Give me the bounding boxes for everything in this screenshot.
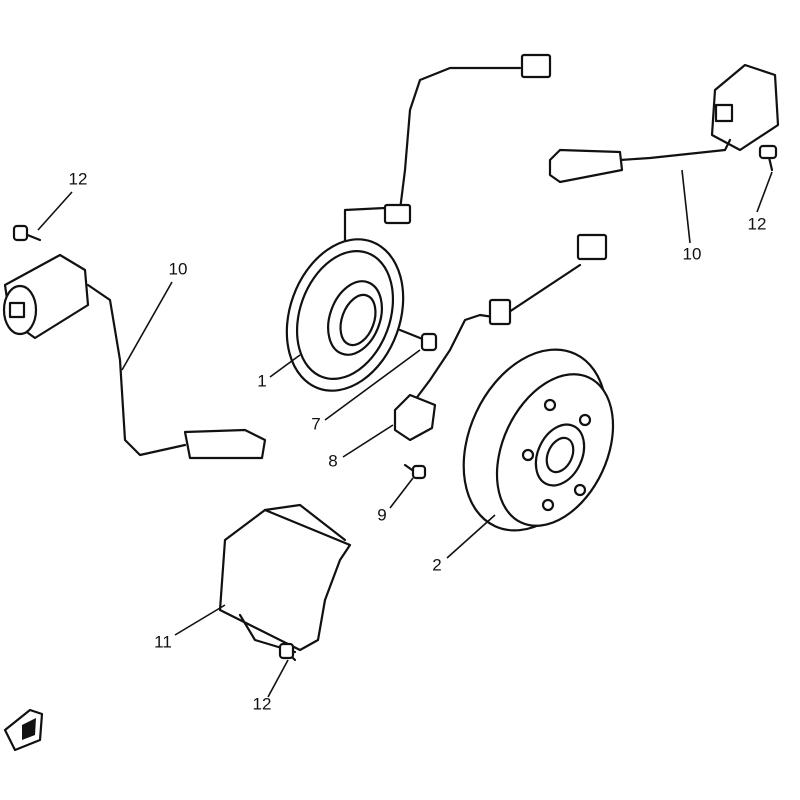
cdi-unit[interactable] <box>218 503 352 654</box>
bolt-left[interactable] <box>12 224 42 242</box>
pulse-bolt[interactable] <box>403 463 427 480</box>
leader-lines <box>37 169 773 698</box>
callout-10-right: 10 <box>683 244 702 263</box>
callout-2: 2 <box>432 555 441 574</box>
callout-9: 9 <box>377 505 386 524</box>
pulse-generator[interactable] <box>393 233 608 442</box>
callout-8: 8 <box>328 451 337 470</box>
front-arrow-icon <box>3 708 44 752</box>
callout-12-left: 12 <box>69 169 88 188</box>
stator[interactable] <box>267 53 552 407</box>
callout-10-left: 10 <box>169 259 188 278</box>
callout-12-cdi: 12 <box>253 694 272 713</box>
callout-12-right: 12 <box>748 214 767 233</box>
flywheel-rotor[interactable] <box>436 326 636 553</box>
bolt-cdi[interactable] <box>278 642 297 662</box>
callout-7: 7 <box>311 414 320 433</box>
ignition-coil-right[interactable] <box>548 63 780 184</box>
ignition-coil-left[interactable] <box>2 253 267 460</box>
callout-11: 11 <box>154 632 172 651</box>
callout-1: 1 <box>257 371 266 390</box>
stator-bolt[interactable] <box>398 328 438 352</box>
bolt-right[interactable] <box>758 144 778 172</box>
